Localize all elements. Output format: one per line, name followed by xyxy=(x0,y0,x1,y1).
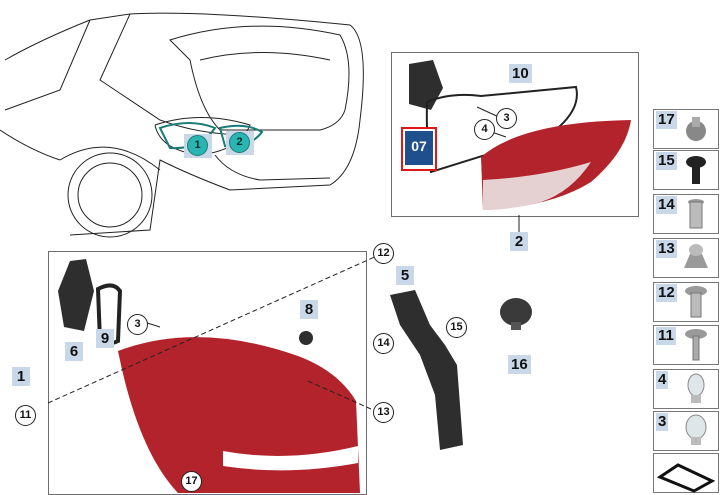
inner-lamp-drawing xyxy=(409,60,631,232)
car-outline-drawing xyxy=(0,12,364,238)
callout-11[interactable]: 11 xyxy=(15,405,36,426)
bracket-drawing xyxy=(390,290,463,450)
label-2[interactable]: 2 xyxy=(510,232,528,251)
side-label-12: 12 xyxy=(656,284,677,302)
callout-3-outer[interactable]: 3 xyxy=(127,314,148,335)
callout-17[interactable]: 17 xyxy=(181,471,202,492)
label-16[interactable]: 16 xyxy=(508,355,531,374)
callout-13[interactable]: 13 xyxy=(373,402,394,423)
label-1[interactable]: 1 xyxy=(12,367,30,386)
highlighted-part-07[interactable]: 07 xyxy=(401,127,437,171)
side-part-3[interactable]: 3 xyxy=(653,411,719,451)
side-label-14: 14 xyxy=(656,196,677,214)
callout-14-bracket[interactable]: 14 xyxy=(373,333,394,354)
callout-3-inner[interactable]: 3 xyxy=(496,108,517,129)
badge-07-label: 07 xyxy=(405,131,433,165)
side-label-4: 4 xyxy=(656,371,669,389)
callout-15-bracket[interactable]: 15 xyxy=(446,317,467,338)
inner-lamp-box xyxy=(391,52,639,217)
side-label-11: 11 xyxy=(656,327,676,345)
side-part-14[interactable]: 14 xyxy=(653,194,719,234)
callout-4-inner[interactable]: 4 xyxy=(474,119,495,140)
label-9[interactable]: 9 xyxy=(96,329,114,348)
side-label-3: 3 xyxy=(656,413,669,431)
label-6[interactable]: 6 xyxy=(65,342,83,361)
side-label-13: 13 xyxy=(656,240,677,258)
side-frame-symbol[interactable] xyxy=(653,453,719,493)
outer-lamp-drawing xyxy=(47,250,389,493)
side-part-4[interactable]: 4 xyxy=(653,369,719,409)
callout-2[interactable]: 2 xyxy=(229,132,250,153)
side-part-12[interactable]: 12 xyxy=(653,282,719,322)
side-part-15[interactable]: 15 xyxy=(653,150,719,190)
side-part-17[interactable]: 17 xyxy=(653,109,719,149)
label-10[interactable]: 10 xyxy=(509,64,532,83)
grommet-drawing xyxy=(500,298,532,330)
side-label-15: 15 xyxy=(656,152,677,170)
side-part-11[interactable]: 11 xyxy=(653,325,719,365)
label-5[interactable]: 5 xyxy=(396,266,414,285)
side-label-17: 17 xyxy=(656,111,677,129)
side-part-13[interactable]: 13 xyxy=(653,238,719,278)
callout-12[interactable]: 12 xyxy=(373,243,394,264)
callout-1[interactable]: 1 xyxy=(187,135,208,156)
label-8[interactable]: 8 xyxy=(300,300,318,319)
